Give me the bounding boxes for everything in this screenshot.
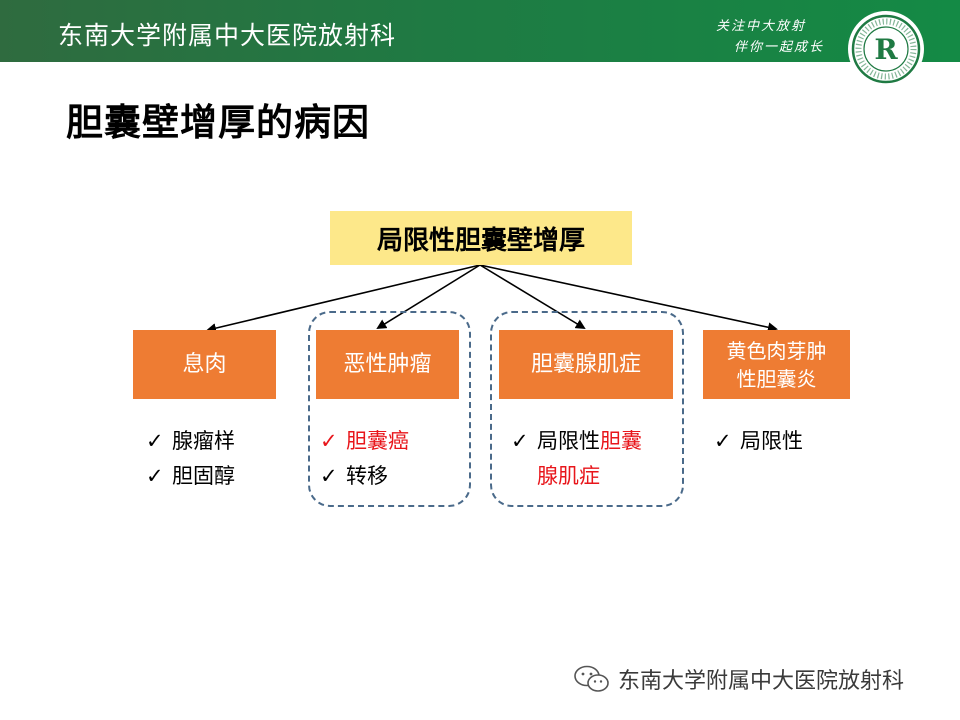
wechat-icon — [574, 665, 609, 692]
list-item: ✓ 腺瘤样 — [146, 424, 235, 459]
arrow-to-xanthogranulomatous — [479, 264, 778, 333]
list-item-text: 局限性 — [537, 429, 600, 453]
check-icon: ✓ — [320, 464, 338, 488]
xanthogranulomatous-list: ✓ 局限性 — [714, 424, 803, 459]
category-xanthogranulomatous-line2: 性胆囊炎 — [736, 366, 817, 391]
list-item: ✓ 局限性 — [714, 424, 803, 459]
category-polyp: 息肉 — [133, 330, 276, 399]
category-adenomyomatosis-label: 胆囊腺肌症 — [530, 351, 641, 377]
malignant-group-outline — [308, 311, 471, 507]
category-xanthogranulomatous: 黄色肉芽肿 性胆囊炎 — [703, 330, 850, 399]
list-item-continuation: 腺肌症 — [511, 459, 642, 494]
header-bar: 东南大学附属中大医院放射科 关注中大放射 伴你一起成长 — [0, 0, 960, 62]
category-polyp-label: 息肉 — [182, 351, 227, 377]
check-icon: ✓ — [714, 429, 732, 453]
slide-title: 胆囊壁增厚的病因 — [66, 101, 370, 144]
footer-text: 东南大学附属中大医院放射科 — [618, 669, 905, 694]
header-title: 东南大学附属中大医院放射科 — [58, 21, 397, 50]
hospital-logo: R — [848, 11, 924, 87]
adenomyomatosis-list: ✓ 局限性胆囊 腺肌症 — [511, 424, 642, 494]
arrow-to-malignant — [376, 264, 481, 330]
category-malignant-label: 恶性肿瘤 — [343, 351, 432, 377]
list-item-text: 腺肌症 — [537, 464, 600, 488]
category-xanthogranulomatous-line1: 黄色肉芽肿 — [726, 338, 827, 363]
header-slogan-line2: 伴你一起成长 — [734, 40, 825, 55]
check-icon: ✓ — [511, 429, 529, 453]
list-item-text: 胆固醇 — [172, 464, 235, 488]
arrow-to-polyp — [206, 264, 481, 334]
header-slogan-line1: 关注中大放射 — [716, 19, 807, 34]
category-malignant: 恶性肿瘤 — [316, 330, 459, 399]
malignant-list: ✓ 胆囊癌 ✓ 转移 — [320, 424, 409, 494]
logo-letter: R — [874, 33, 898, 66]
list-item: ✓ 局限性胆囊 — [511, 424, 642, 459]
list-item: ✓ 转移 — [320, 459, 409, 494]
check-icon: ✓ — [146, 464, 164, 488]
list-item-text: 局限性 — [740, 429, 803, 453]
list-item-text: 胆囊癌 — [346, 429, 409, 453]
check-icon: ✓ — [320, 429, 338, 453]
footer-watermark: 东南大学附属中大医院放射科 — [572, 662, 904, 696]
polyp-list: ✓ 腺瘤样 ✓ 胆固醇 — [146, 424, 235, 494]
category-adenomyomatosis: 胆囊腺肌症 — [499, 330, 673, 399]
list-item-highlight: 胆囊 — [600, 429, 642, 453]
root-node: 局限性胆囊壁增厚 — [330, 211, 632, 265]
arrow-to-adenomyomatosis — [479, 264, 586, 330]
list-item-text: 腺瘤样 — [172, 429, 235, 453]
list-item-text: 转移 — [346, 464, 388, 488]
adenomyomatosis-group-outline — [490, 311, 684, 507]
list-item: ✓ 胆囊癌 — [320, 424, 409, 459]
check-icon: ✓ — [146, 429, 164, 453]
list-item: ✓ 胆固醇 — [146, 459, 235, 494]
